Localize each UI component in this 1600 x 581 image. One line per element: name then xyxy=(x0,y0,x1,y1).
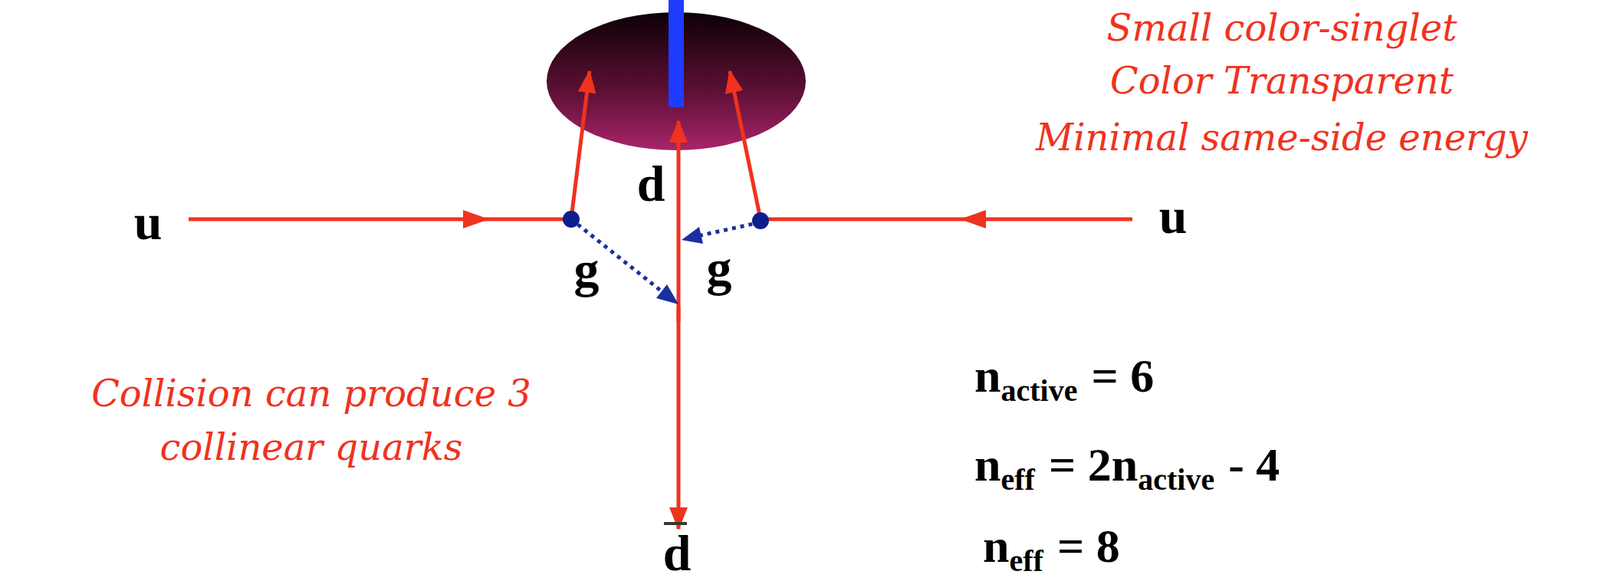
quark-line xyxy=(676,121,681,322)
quark-label: u xyxy=(134,197,163,248)
formula-text: - 4 xyxy=(1228,437,1280,493)
quark-label: d xyxy=(637,158,666,210)
note-text: Minimal same-side energy xyxy=(1035,111,1528,165)
formula-text: = 8 xyxy=(1057,519,1121,574)
formula-text: = 6 xyxy=(1090,348,1154,404)
note-text: Color Transparent xyxy=(1110,54,1454,109)
formula-line: nactive= 6 xyxy=(974,348,1154,404)
formula-text: n xyxy=(982,519,1009,574)
gluon-label: g xyxy=(706,243,733,294)
arrowhead xyxy=(656,284,679,305)
vertex-dot xyxy=(752,212,769,230)
jet-bar xyxy=(668,0,684,108)
quark-line xyxy=(571,71,590,220)
formula-text: n xyxy=(974,348,1001,404)
quark-line xyxy=(188,217,572,222)
formula-subscript: eff xyxy=(1000,461,1035,498)
quark-label: u xyxy=(1159,190,1188,242)
formula-line: neff= 2nactive- 4 xyxy=(974,437,1280,493)
formula-line: neff= 8 xyxy=(982,519,1121,574)
arrowhead xyxy=(681,226,704,244)
arrowhead xyxy=(463,210,490,229)
note-text: Small color-singlet xyxy=(1107,1,1458,56)
formula-text: n xyxy=(974,437,1001,493)
quark-line xyxy=(729,71,761,220)
vertex-dot xyxy=(562,210,580,228)
gluon-line xyxy=(700,222,761,236)
quark-line xyxy=(760,217,1133,222)
formula-subscript: active xyxy=(1137,461,1215,498)
antiquark-label: d xyxy=(663,528,692,579)
formula-subscript: active xyxy=(1000,372,1078,409)
gluon-label: g xyxy=(574,244,600,296)
quark-line xyxy=(676,306,681,529)
arrowhead xyxy=(959,210,986,229)
formula-subscript: eff xyxy=(1008,542,1043,579)
note-text: Collision can produce 3 collinear quarks xyxy=(12,367,611,474)
antiquark-bar xyxy=(663,522,687,526)
formula-text: = 2n xyxy=(1048,437,1138,493)
